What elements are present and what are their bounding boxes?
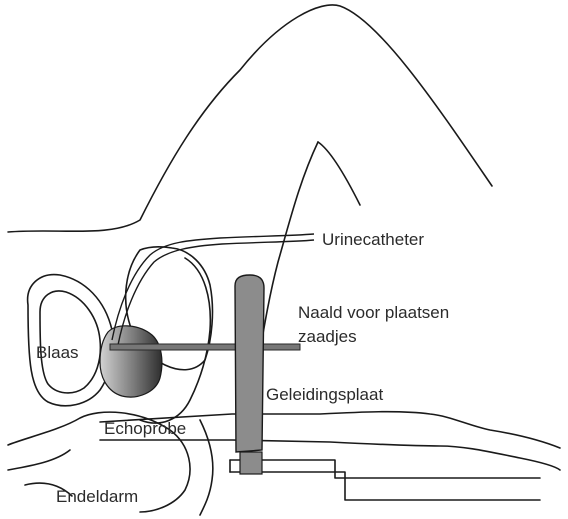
label-naald-line2: zaadjes <box>298 327 357 346</box>
label-blaas: Blaas <box>36 343 79 362</box>
label-naald-line1: Naald voor plaatsen <box>298 303 449 322</box>
stepper-base <box>230 460 540 478</box>
pelvic-contour-upper <box>318 142 360 205</box>
label-urinecatheter: Urinecatheter <box>322 230 424 249</box>
echoprobe-shape-lower <box>100 440 560 470</box>
bladder-inner <box>40 291 100 393</box>
rectum-inner <box>8 450 70 470</box>
urine-catheter-inner <box>118 240 314 345</box>
stepper-base-2 <box>230 472 540 500</box>
label-echoprobe: Echoprobe <box>104 419 186 438</box>
needle <box>110 344 300 350</box>
prostate <box>100 326 162 397</box>
guidance-plate-mount <box>240 452 262 474</box>
label-endeldarm: Endeldarm <box>56 487 138 506</box>
guidance-plate <box>235 275 264 452</box>
label-geleidingsplaat: Geleidingsplaat <box>266 385 383 404</box>
abdomen-contour <box>8 5 492 232</box>
perineum-contour <box>200 420 213 515</box>
